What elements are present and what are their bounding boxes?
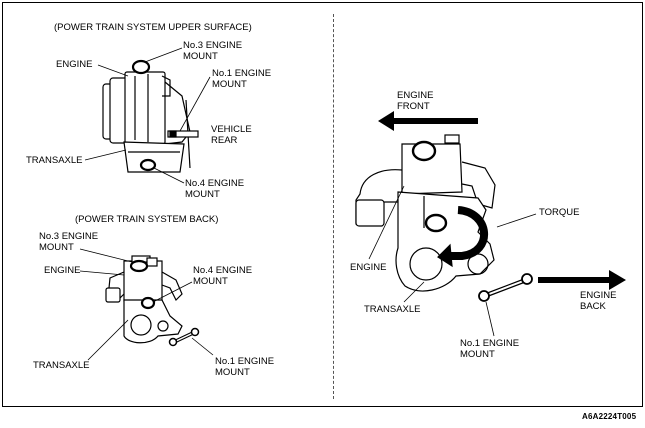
upper-transaxle-label: TRANSAXLE xyxy=(26,155,83,166)
back-no3-mount-marker xyxy=(129,259,149,273)
back-engine-label: ENGINE xyxy=(44,265,81,276)
panel-divider xyxy=(333,14,334,399)
upper-leader-lines xyxy=(84,47,211,184)
back-leader-lines xyxy=(79,248,214,361)
back-no1-mount-link xyxy=(168,327,200,347)
right-no1-mount-link xyxy=(478,273,533,302)
upper-view-title: (POWER TRAIN SYSTEM UPPER SURFACE) xyxy=(54,22,252,33)
upper-powertrain-drawing xyxy=(102,71,199,173)
figure-frame xyxy=(2,2,643,407)
right-leader-lines xyxy=(368,185,537,337)
back-no4-mount-marker xyxy=(140,296,156,310)
right-no4-mount-marker xyxy=(424,213,448,233)
torque-label: TORQUE xyxy=(539,207,580,218)
right-transaxle-label: TRANSAXLE xyxy=(364,304,421,315)
right-engine-label: ENGINE xyxy=(350,262,387,273)
back-transaxle-label: TRANSAXLE xyxy=(33,360,90,371)
torque-arrow xyxy=(437,206,489,268)
upper-engine-label: ENGINE xyxy=(56,59,93,70)
engine-front-arrow xyxy=(378,111,478,131)
engine-back-arrow xyxy=(538,270,626,290)
upper-no4-mount-marker xyxy=(139,158,157,172)
right-no3-mount-marker xyxy=(411,140,437,162)
figure-code: A6A2224T005 xyxy=(582,412,637,421)
upper-no3-mount-marker xyxy=(131,59,151,75)
back-view-title: (POWER TRAIN SYSTEM BACK) xyxy=(75,214,219,225)
